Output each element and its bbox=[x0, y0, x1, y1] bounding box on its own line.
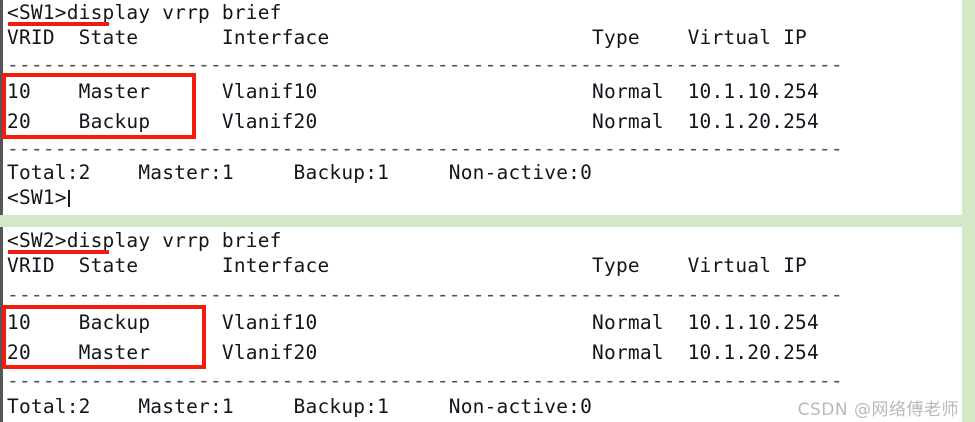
panel-left-border bbox=[0, 227, 3, 422]
summary-line-sw1: Total:2 Master:1 Backup:1 Non-active:0 bbox=[7, 161, 593, 184]
panel-left-border bbox=[0, 0, 3, 215]
trailing-prompt-sw1[interactable]: <SW1> bbox=[7, 187, 70, 209]
table-row: 20 Master Vlanif20 Normal 10.1.20.254 bbox=[7, 341, 819, 364]
table-row: 20 Backup Vlanif20 Normal 10.1.20.254 bbox=[7, 110, 819, 133]
csdn-watermark: CSDN @网络傅老师 bbox=[797, 400, 959, 420]
state-highlight-box-sw1 bbox=[2, 73, 196, 139]
table-rule-top-sw2: ----------------------------------------… bbox=[7, 283, 843, 306]
table-rule-top-sw1: ----------------------------------------… bbox=[7, 53, 843, 76]
terminal-output-sw1[interactable]: <SW1>display vrrp brief VRID State Inter… bbox=[7, 0, 962, 215]
prompt-underline-sw2 bbox=[8, 250, 109, 254]
table-rule-bottom-sw1: ----------------------------------------… bbox=[7, 137, 843, 160]
table-rule-bottom-sw2: ----------------------------------------… bbox=[7, 369, 843, 392]
state-highlight-box-sw2 bbox=[2, 305, 206, 369]
trailing-prompt-text-sw1: <SW1> bbox=[7, 186, 67, 209]
table-row: 10 Master Vlanif10 Normal 10.1.10.254 bbox=[7, 80, 819, 103]
table-header-sw2: VRID State Interface Type Virtual IP bbox=[7, 254, 807, 277]
table-header-sw1: VRID State Interface Type Virtual IP bbox=[7, 26, 807, 49]
summary-line-sw2: Total:2 Master:1 Backup:1 Non-active:0 bbox=[7, 395, 593, 418]
command-line-sw1: <SW1>display vrrp brief bbox=[7, 1, 282, 24]
command-line-sw2: <SW2>display vrrp brief bbox=[7, 229, 282, 252]
table-row: 10 Backup Vlanif10 Normal 10.1.10.254 bbox=[7, 311, 819, 334]
prompt-underline-sw1 bbox=[8, 22, 109, 26]
terminal-output-sw2[interactable]: <SW2>display vrrp brief VRID State Inter… bbox=[7, 227, 962, 422]
text-cursor bbox=[67, 190, 70, 207]
terminal-panel-sw1[interactable]: <SW1>display vrrp brief VRID State Inter… bbox=[0, 0, 962, 215]
terminal-panel-sw2[interactable]: <SW2>display vrrp brief VRID State Inter… bbox=[0, 227, 962, 422]
